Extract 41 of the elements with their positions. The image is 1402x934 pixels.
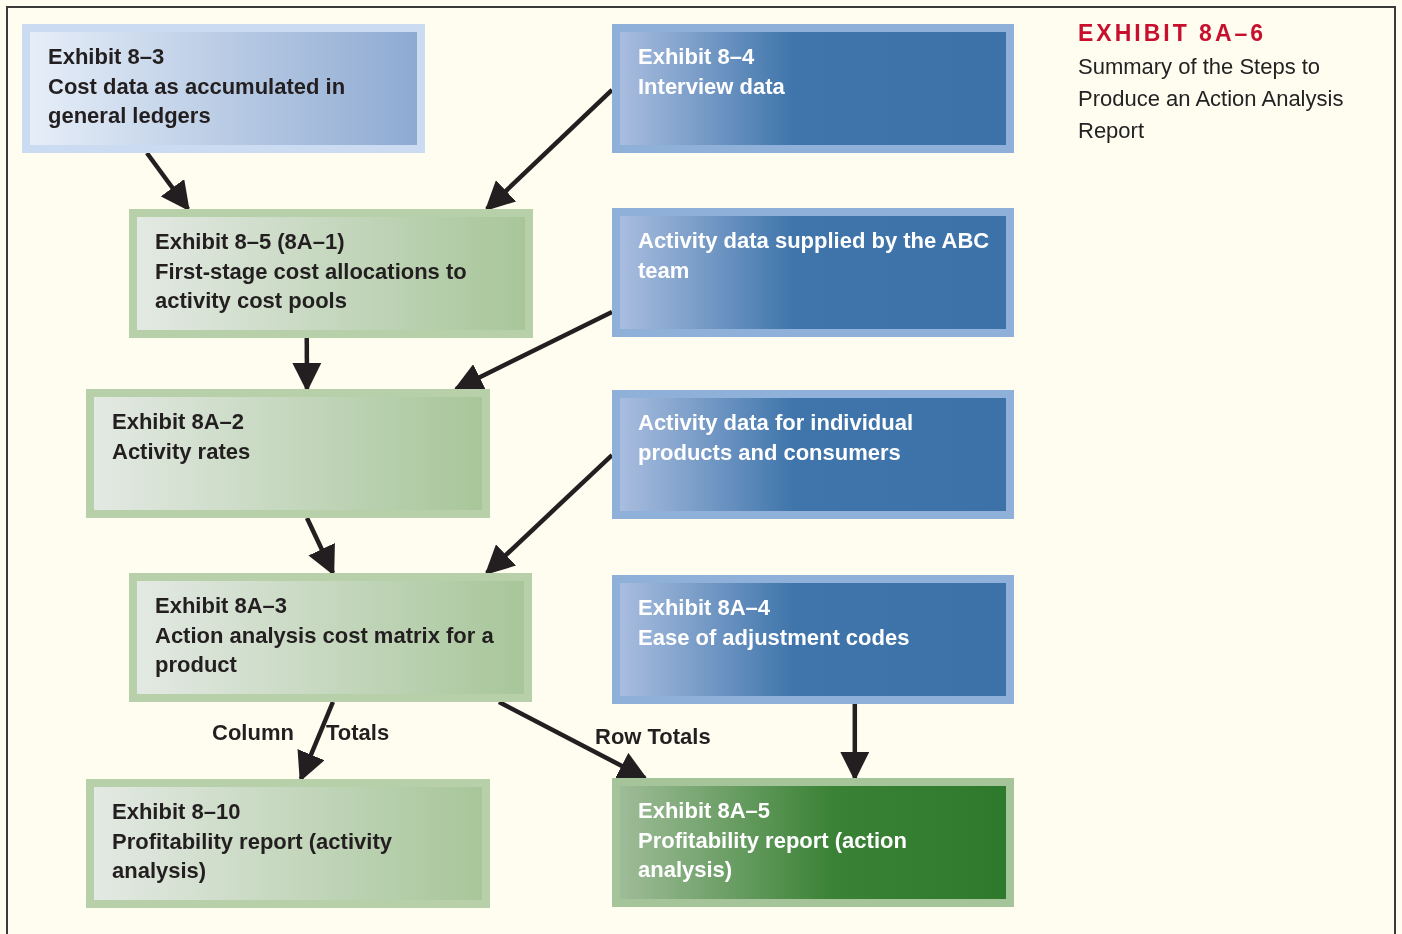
process-box [129,573,532,702]
box-text: Activity data for individual products and consumers [638,409,915,467]
box-heading: Exhibit 8–3 [48,43,166,71]
box-text: Ease of adjustment codes [638,623,911,652]
box-text: Profitability report (action analysis) [638,826,908,884]
arrow [484,453,614,575]
process-box [22,24,425,153]
caption: Summary of the Steps to Produce an Action Analysis Report [1078,53,1345,145]
arrow [292,338,322,392]
process-box [612,208,1014,337]
box-heading: Exhibit 8A–3 [155,592,289,620]
box-heading: Exhibit 8–4 [638,43,756,71]
process-box [612,778,1014,907]
arrow [497,700,648,780]
arrow [453,309,613,391]
box-text: Activity data supplied by the ABC team [638,227,991,285]
process-box [86,779,490,908]
box-heading: Exhibit 8A–4 [638,594,772,622]
arrow [297,701,335,782]
box-text: Cost data as accumulated in general ledgers [48,72,347,130]
box-text: Activity rates [112,437,252,466]
box-heading: Exhibit 8A–2 [112,408,246,436]
box-text: Action analysis cost matrix for a product [155,621,495,679]
edge-label: Row Totals [595,724,711,750]
box-heading: Exhibit 8–5 (8A–1) [155,228,346,256]
arrow [145,151,190,212]
arrow [484,88,614,211]
box-text: Interview data [638,72,786,101]
arrow [840,704,870,781]
box-heading: Exhibit 8A–5 [638,797,772,825]
edge-label: Column Totals [212,720,390,746]
box-text: First-stage cost allocations to activity cost pools [155,257,468,315]
box-text: Profitability report (activity analysis) [112,827,393,885]
process-box [612,575,1014,704]
box-heading: Exhibit 8–10 [112,798,242,826]
process-box [612,390,1014,519]
arrow [304,517,335,576]
process-box [86,389,490,518]
process-box [129,209,533,338]
exhibit-title: EXHIBIT 8A–6 [1078,20,1267,47]
process-box [612,24,1014,153]
